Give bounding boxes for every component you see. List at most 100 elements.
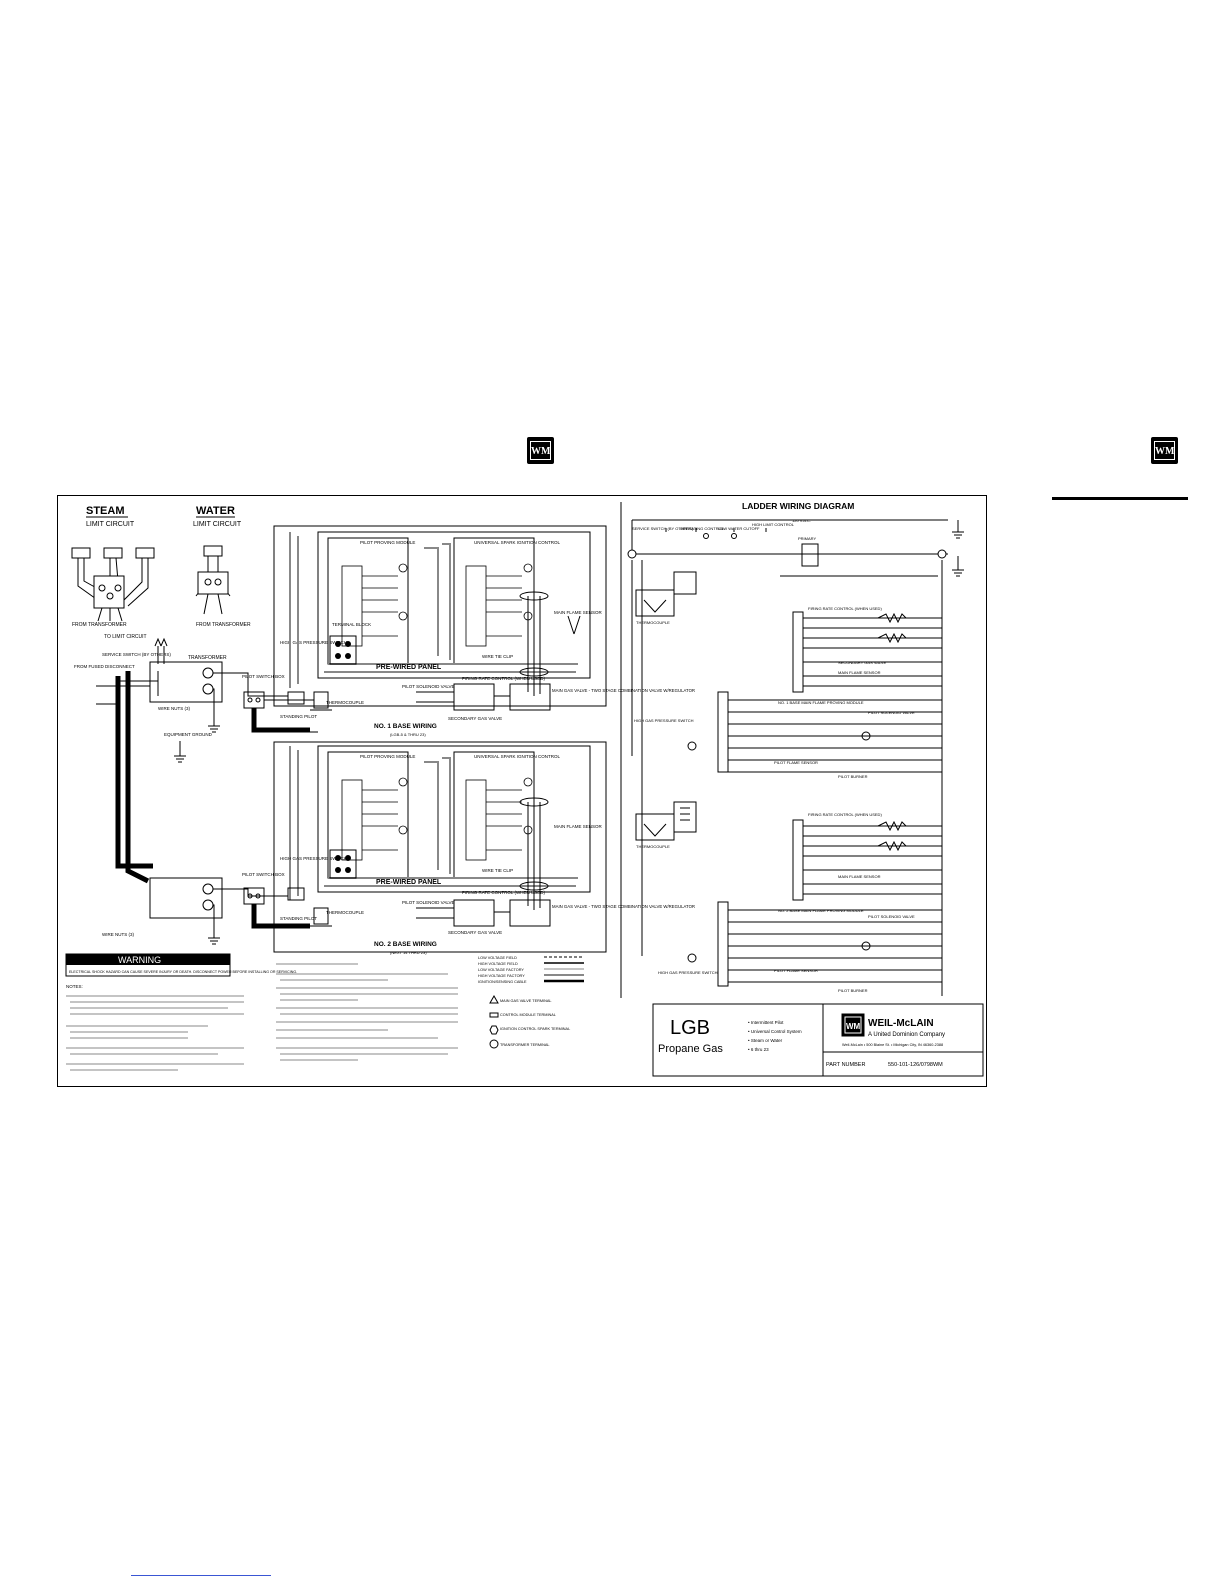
- part-number: 550-101-126/0798WM: [888, 1062, 943, 1068]
- equipment-ground-label: EQUIPMENT GROUND: [164, 732, 213, 737]
- wiring-diagram-sheet: STEAM LIMIT CIRCUIT WATER LIMIT CIRCUIT …: [57, 495, 987, 1087]
- main-gas-valve-label-1: MAIN GAS VALVE - TWO STAGE COMBINATION V…: [552, 688, 695, 693]
- part-number-label: PART NUMBER: [826, 1062, 865, 1068]
- high-gas-pressure-label-1: HIGH GAS PRESSURE SWITCH: [280, 640, 347, 645]
- steam-subtitle: LIMIT CIRCUIT: [86, 521, 135, 528]
- gas-valves-1: [416, 683, 551, 711]
- ladder-firing-rate-1: FIRING RATE CONTROL (WHEN USED): [808, 606, 882, 611]
- wire-nuts-label-2: WIRE NUTS (3): [102, 932, 135, 937]
- ladder-pilot-burner-1: PILOT BURNER: [838, 774, 868, 779]
- feature-1: • Intermittent Pilot: [748, 1020, 784, 1025]
- header-rule: [1052, 497, 1188, 500]
- ladder-no1-base: NO. 1 BASE MAIN FLAME PROVING MODULE: [778, 700, 864, 705]
- base-2-label: NO. 2 BASE WIRING: [374, 941, 437, 948]
- ladder-thermocouple-label-2: THERMOCOUPLE: [636, 844, 670, 849]
- ladder-voltage: 120 V.A.C.: [792, 518, 811, 523]
- firing-rate-label-2: FIRING RATE CONTROL (WHEN USED): [462, 890, 546, 895]
- pre-wired-panel-label-1: PRE-WIRED PANEL: [376, 664, 442, 671]
- legend-symbols: [489, 956, 584, 1049]
- title-block-logo: WM: [846, 1022, 861, 1031]
- wire-nuts-label-1: WIRE NUTS (3): [158, 706, 191, 711]
- heavy-wires-base-1: [115, 671, 153, 884]
- ladder-thermocouple-2: [635, 801, 697, 841]
- pilot-proving-label-1: PILOT PROVING MODULE: [360, 540, 415, 545]
- ladder-pilot-burner-2: PILOT BURNER: [838, 988, 868, 993]
- transformer-base-2: [149, 877, 332, 945]
- feature-3: • Steam or Water: [748, 1038, 783, 1043]
- footer-link-underline: [131, 1575, 271, 1576]
- notes-lines-left: [66, 995, 244, 1071]
- ladder-low-water: LOW WATER CUTOFF: [718, 526, 760, 531]
- weil-mclain-logo-right: WM: [1151, 437, 1178, 464]
- ladder-high-limit: HIGH LIMIT CONTROL: [752, 522, 795, 527]
- brand-name: WEIL-McLAIN: [868, 1018, 934, 1029]
- secondary-gas-valve-label-1: SECONDARY GAS VALVE: [448, 716, 502, 721]
- ladder-title: LADDER WIRING DIAGRAM: [742, 501, 854, 511]
- ladder-operating: OPERATING CONTROL: [680, 526, 725, 531]
- fuel-type: Propane Gas: [658, 1043, 723, 1055]
- base-1-sub: (LGB-5 & THRU 23): [390, 732, 426, 737]
- high-gas-pressure-label-2: HIGH GAS PRESSURE SWITCH: [280, 856, 347, 861]
- universal-spark-label-1: UNIVERSAL SPARK IGNITION CONTROL: [474, 540, 561, 545]
- legend-low-voltage-factory: LOW VOLTAGE FACTORY: [478, 968, 524, 972]
- feature-2: • Universal Control System: [748, 1029, 802, 1034]
- ladder-primary: PRIMARY: [798, 536, 816, 541]
- ladder-high-gas-2: HIGH GAS PRESSURE SWITCH: [658, 970, 718, 975]
- main-flame-sensor-label-2: MAIN FLAME SENSOR: [554, 824, 603, 829]
- main-flame-sensor-label-1: MAIN FLAME SENSOR: [554, 610, 603, 615]
- feature-4: • 6 thru 23: [748, 1047, 769, 1052]
- base-2-sub: (NEXT 14 THRU 23): [390, 950, 427, 955]
- thermocouple-label-2: THERMOCOUPLE: [326, 910, 364, 915]
- ladder-pilot-solenoid-1: PILOT SOLENOID VALVE: [868, 710, 915, 715]
- wire-tie-clip-label-2: WIRE TIE CLIP: [482, 868, 513, 873]
- pre-wired-panel-2: PRE-WIRED PANEL PILOT PROVING MODULE UNI…: [273, 741, 607, 953]
- pilot-switch-box-label-1: PILOT SWITCH BOX: [242, 674, 285, 679]
- pilot-solenoid-label-2: PILOT SOLENOID VALVE: [402, 900, 455, 905]
- ladder-secondary-1: SECONDARY GAS VALVE: [838, 660, 886, 665]
- ladder-main-flame-1: MAIN FLAME SENSOR: [838, 670, 881, 675]
- ladder-thermocouple-1: [635, 571, 697, 617]
- standing-pilot-label-1: STANDING PILOT: [280, 714, 317, 719]
- legend-high-voltage-field: HIGH VOLTAGE FIELD: [478, 962, 518, 966]
- ladder-main-flame-2: MAIN FLAME SENSOR: [838, 874, 881, 879]
- model-name: LGB: [670, 1017, 710, 1039]
- steam-limit-controls: [71, 547, 155, 622]
- svg-text:TRANSFORMER: TRANSFORMER: [188, 655, 227, 661]
- ladder-pilot-flame-2: PILOT FLAME SENSOR: [774, 968, 818, 973]
- water-subtitle: LIMIT CIRCUIT: [193, 521, 242, 528]
- warning-box: [65, 953, 231, 977]
- ladder-thermocouple-label-1: THERMOCOUPLE: [636, 620, 670, 625]
- secondary-gas-valve-label-2: SECONDARY GAS VALVE: [448, 930, 502, 935]
- notes-lines-middle: [276, 963, 458, 1061]
- universal-spark-label-2: UNIVERSAL SPARK IGNITION CONTROL: [474, 754, 561, 759]
- base-1-label: NO. 1 BASE WIRING: [374, 723, 437, 730]
- ladder-service-switch: SERVICE SWITCH (BY OTHERS): [632, 526, 694, 531]
- ladder-rails: [631, 519, 964, 996]
- company-name: A United Dominion Company: [868, 1032, 945, 1038]
- ladder-firing-rate-2: FIRING RATE CONTROL (WHEN USED): [808, 812, 882, 817]
- water-limit-controls: [195, 545, 231, 615]
- company-address: Weil-McLain • 500 Blaine St. • Michigan …: [842, 1043, 943, 1047]
- from-transformer-label-1: FROM TRANSFORMER: [72, 622, 127, 628]
- wiring-diagram-svg: STEAM LIMIT CIRCUIT WATER LIMIT CIRCUIT …: [65, 501, 984, 1077]
- from-fused-label: FROM FUSED DISCONNECT: [74, 664, 135, 669]
- wire-tie-clip-label-1: WIRE TIE CLIP: [482, 654, 513, 659]
- from-transformer-label-2: FROM TRANSFORMER: [196, 622, 251, 628]
- pilot-solenoid-label-1: PILOT SOLENOID VALVE: [402, 684, 455, 689]
- ladder-pilot-flame-1: PILOT FLAME SENSOR: [774, 760, 818, 765]
- legend-low-voltage-field: LOW VOLTAGE FIELD: [478, 956, 517, 960]
- legend-transformer-terminal: TRANSFORMER TERMINAL: [500, 1043, 550, 1047]
- warning-text: ELECTRICAL SHOCK HAZARD CAN CAUSE SEVERE…: [69, 970, 297, 974]
- transformer-base-1: TRANSFORMER: [96, 637, 288, 716]
- legend-ignition-terminal: IGNITION CONTROL SPARK TERMINAL: [500, 1027, 570, 1031]
- pre-wired-panel-label-2: PRE-WIRED PANEL: [376, 879, 442, 886]
- ladder-module-1: [687, 611, 942, 773]
- firing-rate-label-1: FIRING RATE CONTROL (WHEN USED): [462, 676, 546, 681]
- legend-main-gas-terminal: MAIN GAS VALVE TERMINAL: [500, 999, 551, 1003]
- warning-title: WARNING: [118, 955, 161, 965]
- pre-wired-panel-1: PRE-WIRED PANEL TERMINAL BLOCK PILOT PRO…: [273, 525, 607, 707]
- pilot-switch-box-label-2: PILOT SWITCH BOX: [242, 872, 285, 877]
- thermocouple-label-1: THERMOCOUPLE: [326, 700, 364, 705]
- ladder-module-2: [687, 819, 942, 987]
- service-switch-label: SERVICE SWITCH (BY OTHERS): [102, 652, 171, 657]
